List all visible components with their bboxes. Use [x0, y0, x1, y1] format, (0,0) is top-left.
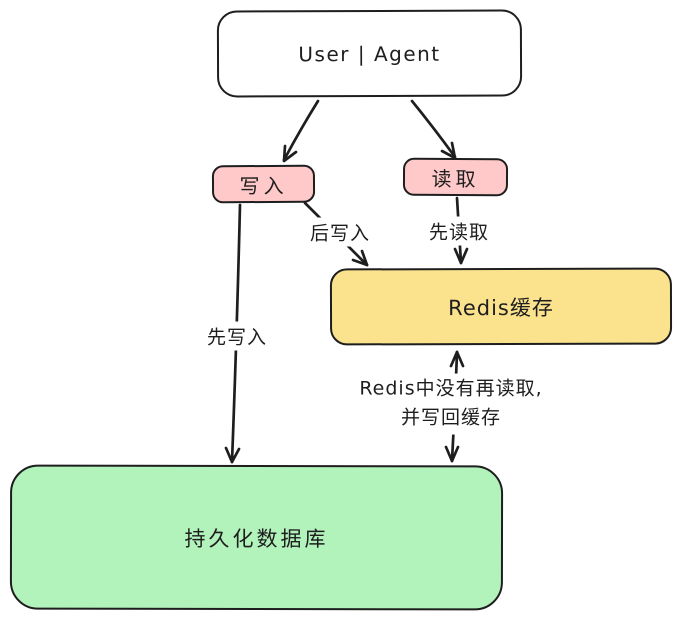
edge-label-write-first: 先写入: [202, 321, 272, 351]
edge-label-cache-miss: Redis中没有再读取, 并写回缓存: [355, 373, 547, 435]
node-write: 写入: [211, 164, 316, 204]
edge-label-write-after: 后写入: [305, 217, 375, 247]
edge-label-cache-miss-line1: Redis中没有再读取,: [359, 377, 543, 400]
node-read: 读取: [402, 157, 509, 197]
edge-label-read-first: 先读取: [424, 216, 494, 246]
node-persistent-database: 持久化数据库: [9, 464, 504, 611]
node-redis-cache: Redis缓存: [329, 267, 673, 346]
edge-user-to-write: [282, 99, 320, 163]
edge-user-to-read: [410, 99, 457, 160]
edge-label-cache-miss-line2: 并写回缓存: [400, 407, 502, 429]
node-user-agent: User | Agent: [216, 9, 523, 98]
